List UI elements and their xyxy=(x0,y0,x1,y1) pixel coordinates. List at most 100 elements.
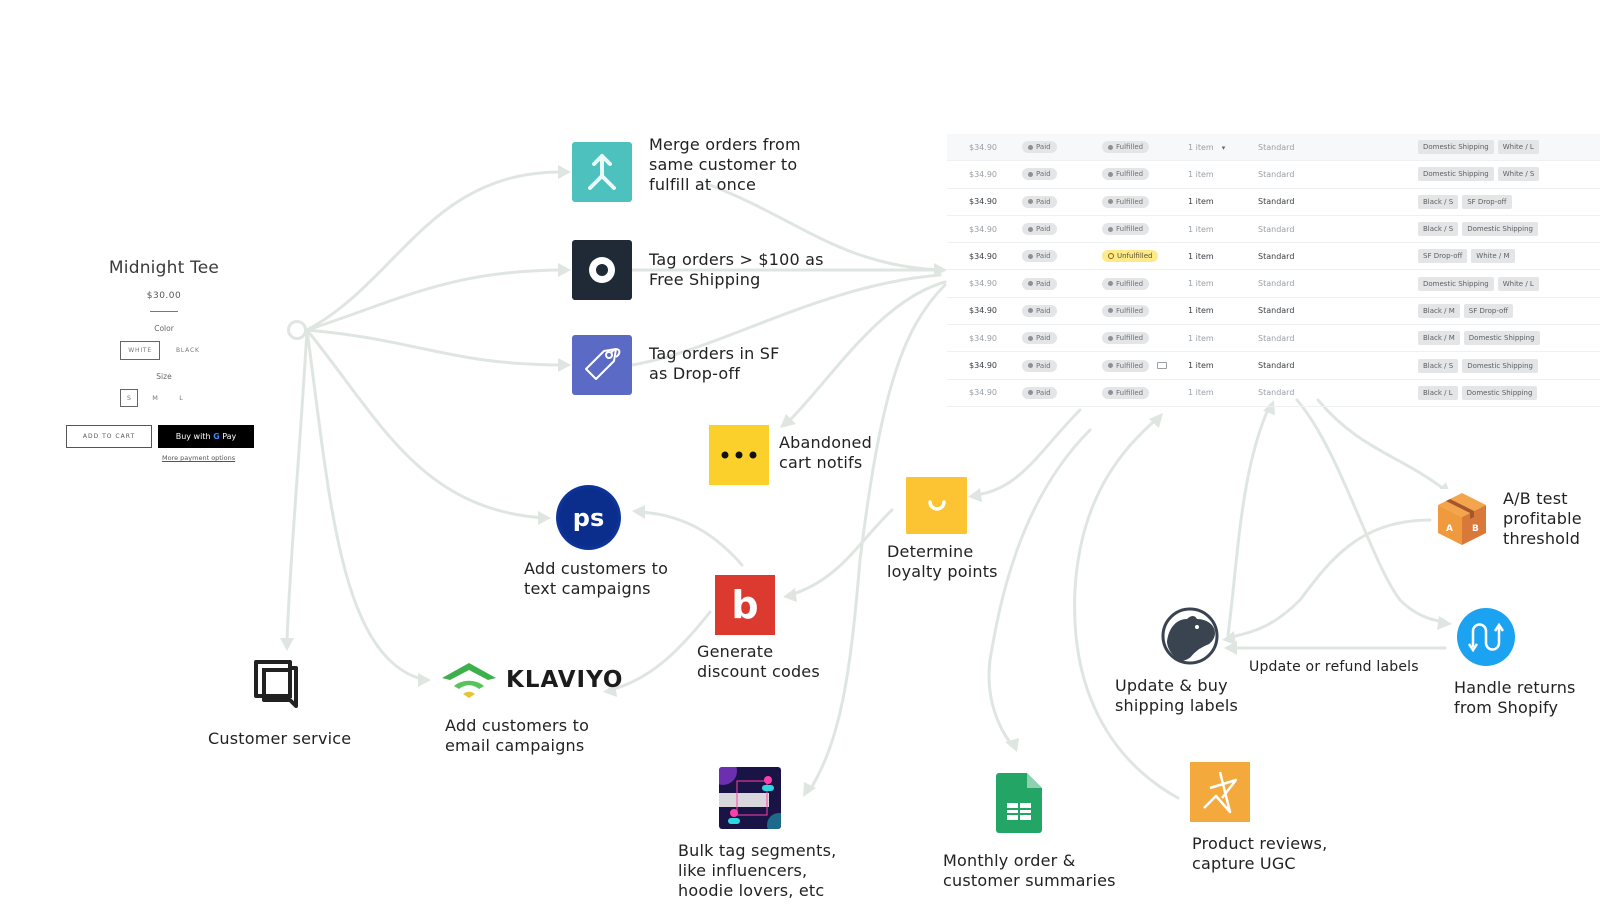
arrowhead xyxy=(418,673,431,687)
edge-ab-shipping xyxy=(1226,518,1432,640)
fulfillment-status-badge: Fulfilled xyxy=(1102,195,1150,208)
size-option-m[interactable]: M xyxy=(152,394,158,402)
payment-status-badge: Paid xyxy=(1022,332,1057,345)
delivery-method: Standard xyxy=(1258,361,1295,371)
order-items[interactable]: 1 item xyxy=(1188,197,1214,207)
more-payment-options-link[interactable]: More payment options xyxy=(162,454,236,462)
order-tag[interactable]: SF Drop-off xyxy=(1462,194,1512,209)
order-tag[interactable]: SF Drop-off xyxy=(1463,303,1514,318)
order-items[interactable]: 1 item▾ xyxy=(1188,142,1226,152)
size-option-s[interactable]: S xyxy=(120,389,138,407)
payment-status-badge: Paid xyxy=(1022,223,1057,236)
order-tag[interactable]: White / L xyxy=(1497,140,1539,155)
edge-hub-klaviyo xyxy=(305,328,427,682)
order-items[interactable]: 1 item xyxy=(1188,361,1214,371)
edge-hub-merge xyxy=(305,170,567,332)
order-tag[interactable]: Domestic Shipping xyxy=(1462,358,1538,373)
arrowhead xyxy=(968,488,982,502)
chat-squares-icon xyxy=(248,656,308,716)
add-to-cart-button[interactable]: ADD TO CART xyxy=(66,425,152,448)
order-items[interactable]: 1 item xyxy=(1188,333,1214,343)
order-tag[interactable]: Domestic Shipping xyxy=(1418,167,1494,182)
google-pay-button[interactable]: Buy with G Pay xyxy=(158,425,254,448)
delivery-method: Standard xyxy=(1258,306,1295,316)
order-tag[interactable]: Domestic Shipping xyxy=(1462,222,1538,237)
order-amount: $34.90 xyxy=(969,333,997,343)
order-tag[interactable]: Domestic Shipping xyxy=(1418,140,1494,155)
arrowhead xyxy=(1437,616,1452,630)
order-tag[interactable]: SF Drop-off xyxy=(1418,249,1468,264)
order-tag[interactable]: Black / S xyxy=(1418,222,1459,237)
fulfillment-status-badge: Fulfilled xyxy=(1102,332,1150,345)
order-tag[interactable]: White / M xyxy=(1471,249,1515,264)
order-tag[interactable]: Black / L xyxy=(1418,385,1458,400)
fulfillment-status-badge: Fulfilled xyxy=(1102,168,1150,181)
edge-orders-monthly xyxy=(987,428,1092,747)
order-tag[interactable]: White / L xyxy=(1497,276,1539,291)
fulfillment-status-badge: Fulfilled xyxy=(1102,141,1150,154)
order-tag[interactable]: Black / S xyxy=(1418,194,1459,209)
edge-discount-postscript xyxy=(638,510,744,567)
arrowhead xyxy=(1005,738,1019,752)
edge-shipping-orders xyxy=(1226,403,1272,637)
smile-icon xyxy=(906,477,967,534)
color-option-white[interactable]: WHITE xyxy=(120,341,160,360)
order-tag[interactable]: Black / S xyxy=(1418,358,1459,373)
chevron-down-icon[interactable]: ▾ xyxy=(1221,143,1226,152)
color-option-black[interactable]: BLACK xyxy=(175,347,200,354)
order-tag[interactable]: Domestic Shipping xyxy=(1461,385,1538,400)
fulfillment-status-badge: Unfulfilled xyxy=(1102,250,1159,263)
divider xyxy=(150,311,178,312)
edge-orders-abandoned xyxy=(788,280,947,422)
order-items[interactable]: 1 item xyxy=(1188,279,1214,289)
edge-orders-returns xyxy=(1295,398,1447,624)
shipping-animal-icon xyxy=(1160,606,1220,666)
order-amount: $34.90 xyxy=(969,197,997,207)
order-items[interactable]: 1 item xyxy=(1188,388,1214,398)
order-tag[interactable]: Domestic Shipping xyxy=(1463,331,1540,346)
edge-hub-tagfree xyxy=(305,268,567,332)
arrowhead xyxy=(280,638,294,651)
order-tag[interactable]: Black / M xyxy=(1418,303,1460,318)
target-circle-icon xyxy=(572,240,632,300)
size-option-l[interactable]: L xyxy=(179,394,183,402)
order-items[interactable]: 1 item xyxy=(1188,251,1214,261)
order-tag[interactable]: Black / M xyxy=(1418,331,1460,346)
klaviyo-logo-icon: KLAVIYO xyxy=(440,660,623,700)
fulfillment-status-badge: Fulfilled xyxy=(1102,223,1150,236)
node-label: Bulk tag segments,like influencers,hoodi… xyxy=(678,841,837,900)
svg-text:B: B xyxy=(1472,524,1479,534)
order-tag[interactable]: White / S xyxy=(1497,167,1540,182)
arrowhead xyxy=(783,588,797,602)
order-items[interactable]: 1 item xyxy=(1188,224,1214,234)
order-items[interactable]: 1 item xyxy=(1188,306,1214,316)
arrowhead xyxy=(558,165,571,179)
order-items[interactable]: 1 item xyxy=(1188,169,1214,179)
delivery-method: Standard xyxy=(1258,251,1295,261)
node-label: Customer service xyxy=(208,729,352,748)
order-tag[interactable]: Domestic Shipping xyxy=(1418,276,1494,291)
